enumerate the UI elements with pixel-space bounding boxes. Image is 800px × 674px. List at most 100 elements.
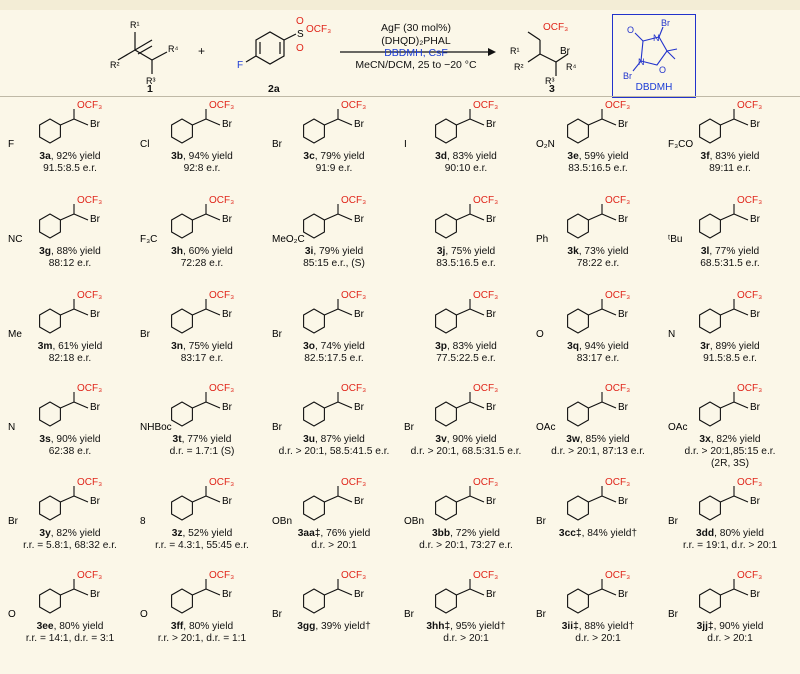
compound-selectivity: d.r. > 20:1: [575, 633, 621, 644]
reaction-conditions: AgF (30 mol%) (DHQD)₂PHAL DBDMH, CsF MeC…: [336, 22, 496, 71]
bromine-atom: Br: [486, 309, 497, 320]
bromine-atom: Br: [354, 309, 365, 320]
bromine-atom: Br: [486, 214, 497, 225]
compound-yield: , 82% yield: [710, 434, 761, 445]
ring-shape: [39, 401, 61, 427]
compound-yield: , 94% yield: [183, 151, 233, 162]
compound-id: 3gg: [297, 621, 316, 632]
substituent-label: Br: [272, 422, 283, 433]
ring-shape: [303, 118, 325, 144]
compound-id: 3c: [303, 151, 315, 162]
chain-bond: [720, 213, 735, 221]
substituent-label: Ph: [536, 234, 548, 245]
chain-bond: [469, 213, 485, 221]
bromine-atom: Br: [618, 402, 629, 413]
compound-selectivity: 78:22 e.r.: [576, 258, 620, 269]
ring-shape: [699, 213, 721, 239]
sulfonyl-o-bottom: O: [296, 43, 304, 54]
compound-id: 3y: [39, 528, 51, 539]
scheme-structures: S O O OCF₃ F OCF₃ Br R¹ R² R⁴ R³ R²: [110, 16, 576, 86]
substituent-label: OBn: [404, 516, 424, 527]
ring-shape: [435, 308, 457, 334]
compound-caption: 3cc‡, 84% yield†: [532, 528, 664, 540]
chain-bond: [733, 495, 749, 503]
ring-shape: [567, 588, 589, 614]
chain-bond: [205, 401, 221, 409]
ring-shape: [435, 213, 457, 239]
compound-yield: , 89% yield: [709, 341, 760, 352]
bromine-atom: Br: [354, 589, 365, 600]
compound-selectivity: 82.5:17.5 e.r.: [304, 353, 364, 364]
compound-yield: , 88% yield†: [578, 621, 635, 632]
ring-shape: [699, 118, 721, 144]
product-r3: R³: [545, 76, 555, 86]
chain-bond: [205, 118, 221, 126]
chain-bond: [60, 213, 75, 221]
compound-caption: 3hh‡, 95% yield†d.r. > 20:1: [400, 621, 532, 645]
product-r4: R⁴: [566, 62, 576, 72]
compound-id: 3aa‡: [297, 528, 321, 539]
ocf3-group: OCF₃: [341, 384, 366, 394]
compound-selectivity: 83.5:16.5 e.r.: [568, 163, 628, 174]
chain-bond: [601, 588, 617, 596]
substituent-label: 8: [140, 516, 146, 527]
substituent-label: OBn: [272, 516, 292, 527]
chain-bond: [60, 308, 75, 316]
alkene-r2: R²: [110, 60, 120, 70]
chain-bond: [73, 495, 89, 503]
compound-yield: , 80% yield: [183, 621, 234, 632]
ring-shape: [171, 213, 193, 239]
ring-shape: [435, 588, 457, 614]
substituent-label: Br: [272, 609, 283, 620]
substituent-label: Me: [8, 329, 22, 340]
chain-bond: [337, 118, 353, 126]
plus-sign: +: [198, 44, 206, 58]
svg-text:O: O: [627, 25, 634, 35]
chain-bond: [469, 588, 485, 596]
ring-shape: [171, 401, 193, 427]
compound-selectivity: r.r. = 14:1, d.r. = 3:1: [25, 633, 115, 644]
compound-yield: , 75% yield: [183, 341, 233, 352]
ocf3-reagent: OCF₃: [306, 24, 331, 35]
compound-configuration: (2R, 3S): [711, 458, 749, 469]
chain-bond: [337, 401, 353, 409]
ring-shape: [303, 588, 325, 614]
chain-bond: [456, 308, 471, 316]
condition-catalyst: AgF (30 mol%): [380, 22, 452, 34]
bromine-atom: Br: [750, 496, 761, 507]
ocf3-group: OCF₃: [737, 101, 762, 111]
chain-bond: [324, 308, 339, 316]
compound-selectivity: d.r. = 1.7:1 (S): [169, 446, 235, 457]
substituent-label: MeO₂C: [272, 234, 305, 245]
bromine-atom: Br: [222, 496, 233, 507]
compound-yield: , 72% yield: [450, 528, 500, 539]
compound-yield: , 87% yield: [315, 434, 365, 445]
chain-bond: [205, 308, 221, 316]
alkene-structure: [117, 32, 168, 74]
